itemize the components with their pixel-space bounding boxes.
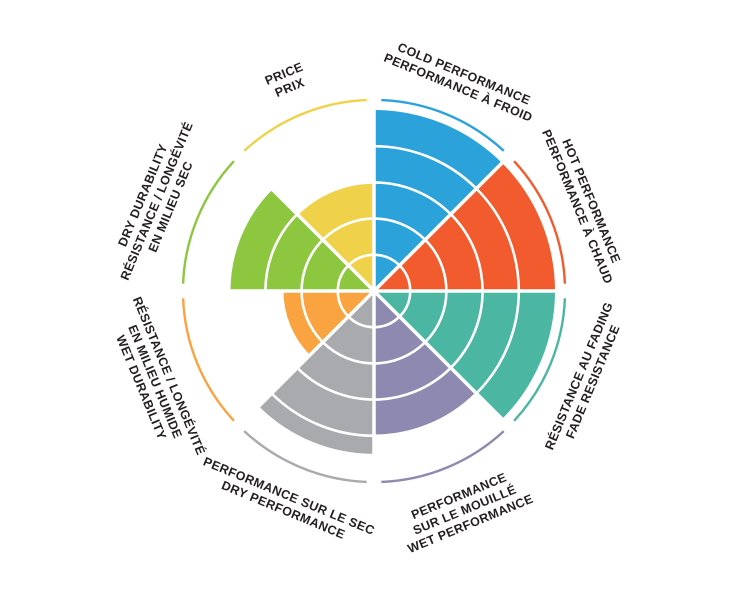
outer-arc-wet-durability [181,298,235,422]
outer-arc-hot-performance [513,160,567,284]
sector-fill-wet-durability [283,291,374,355]
outer-arc-cold-performance [381,98,505,152]
sector-fill-fade-resistance [374,291,555,419]
outer-arc-dry-performance [243,430,367,484]
sector-separator [242,159,376,293]
sector-separator [372,289,506,423]
sector-fill-dry-durability [229,188,374,291]
label-line-dry-performance-0: PERFORMANCE SUR LE SEC [201,454,376,537]
outer-arc-dry-durability [181,160,235,284]
outer-arc-wet-performance [381,430,505,484]
sector-fill-dry-performance [258,291,374,454]
outer-arc-price [243,98,367,152]
sector-separator [372,159,506,293]
sector-fill-cold-performance [374,110,502,291]
sector-separator [242,289,376,423]
sector-fill-hot-performance [374,163,555,291]
sector-fill-wet-performance [374,291,477,436]
outer-arc-fade-resistance [513,298,567,422]
sector-fill-price [297,182,374,291]
